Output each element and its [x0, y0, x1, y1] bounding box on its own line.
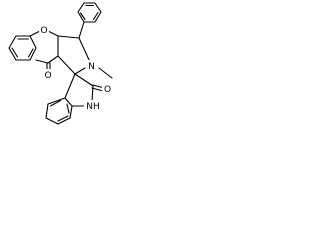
pyrrolidine-nitrogen-label: N [88, 62, 95, 72]
indole-nh-label: NH [86, 102, 100, 112]
pyrrolidine-ring [57, 35, 113, 79]
oxindole-benzene-ring [45, 97, 73, 125]
lactam-oxygen-label: O [104, 85, 111, 95]
phenyl-attach-bond [78, 21, 85, 39]
phenyl-ring [77, 2, 102, 23]
structure-diagram: O O N O NH [0, 0, 129, 144]
molecule-svg: O O N O NH [8, 2, 113, 125]
chromanone-benzene-ring [8, 35, 37, 61]
oxindole-lactam-ring [64, 73, 105, 107]
ketone-oxygen-label: O [44, 71, 51, 81]
pyran-oxygen-label: O [40, 26, 47, 36]
